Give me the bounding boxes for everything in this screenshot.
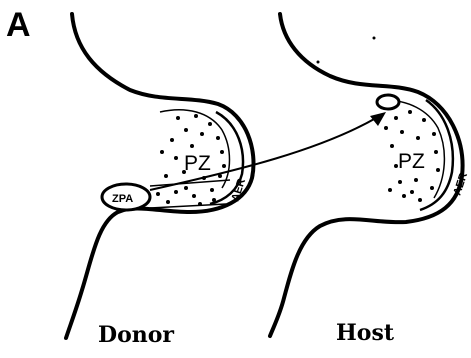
host-limb-bud: PZ AER — [270, 14, 470, 336]
host-outline — [270, 14, 463, 336]
donor-pz-label: PZ — [184, 152, 211, 175]
print-specks — [317, 37, 376, 64]
donor-outline — [66, 14, 254, 338]
donor-zpa-label: ZPA — [112, 193, 133, 205]
donor-caption: Donor — [98, 322, 174, 348]
donor-limb-bud: PZ ZPA AER — [66, 14, 254, 338]
host-aer-label: AER — [451, 171, 470, 197]
transplant-arrow — [150, 112, 386, 190]
panel-label: A — [6, 6, 31, 44]
host-mesenchyme-boundary — [384, 100, 444, 198]
host-grafted-zpa — [377, 95, 399, 109]
host-pz-label: PZ — [398, 150, 425, 173]
host-caption: Host — [336, 320, 395, 346]
